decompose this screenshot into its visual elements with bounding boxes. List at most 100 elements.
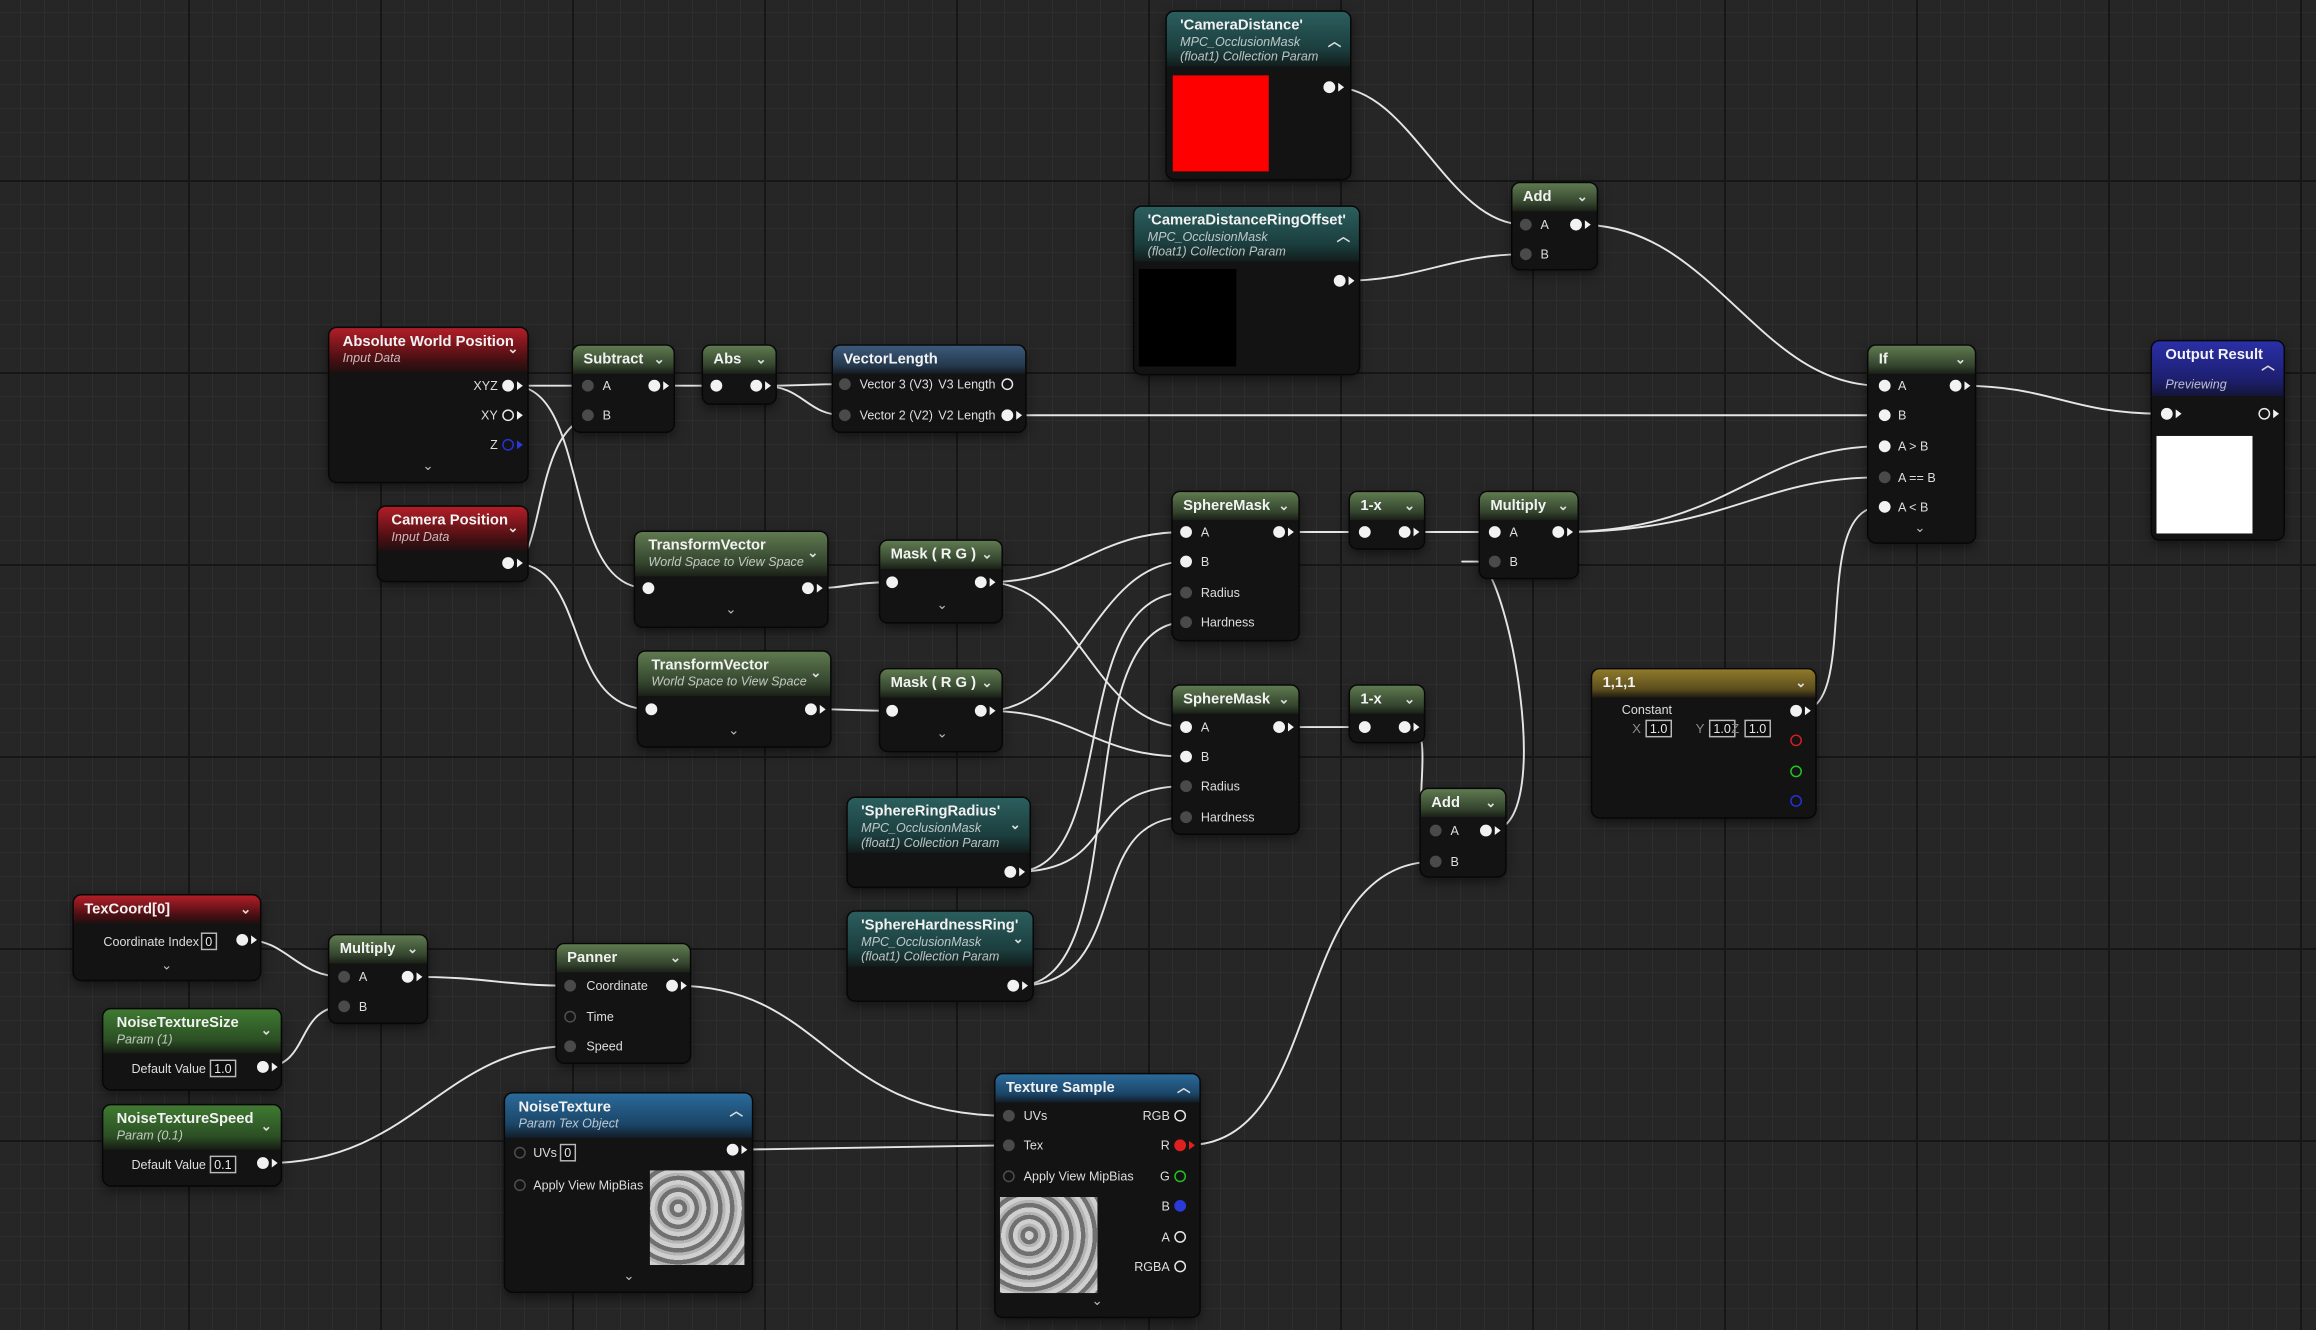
chevron-down-icon[interactable]: ⌄ [1576,189,1588,204]
chevron-down-icon[interactable]: ⌄ [507,341,519,357]
node-header[interactable]: 'CameraDistance' MPC_OcclusionMask (floa… [1166,11,1351,67]
node-header[interactable]: Texture Sample ︿ [995,1074,1200,1103]
constant-vector-node[interactable]: 1,1,1 ⌄ Constant X 1.0 Y 1.0 Z 1.0 [1592,669,1816,818]
node-header[interactable]: If ⌄ [1868,345,1975,374]
multiply-node[interactable]: Multiply ⌄ A B [1479,492,1578,578]
node-header[interactable]: NoiseTexture Param Tex Object ︿ [505,1093,752,1138]
input-pin-a-gt-b[interactable] [1878,440,1891,453]
chevron-down-icon[interactable]: ⌄ [239,901,252,917]
node-header[interactable]: Add ⌄ [1512,183,1597,212]
input-pin-a-eq-b[interactable] [1878,471,1891,484]
absolute-world-position-node[interactable]: Absolute World Position Input Data ⌄ XYZ… [329,328,528,482]
texture-sample-node[interactable]: Texture Sample ︿ UVs RGB Tex R Apply Vie… [995,1074,1200,1317]
chevron-down-icon[interactable]: ⌄ [981,546,993,562]
output-pin-xyz[interactable] [502,379,515,392]
input-pin-a[interactable] [581,379,594,392]
output-pin-a[interactable] [1174,1230,1187,1243]
input-pin-b[interactable] [1429,855,1442,868]
chevron-down-icon[interactable]: ⌄ [260,1022,272,1038]
chevron-down-icon[interactable]: ⌄ [1954,351,1966,367]
sphere-mask-node[interactable]: SphereMask ⌄ A B Radius Hardness [1172,492,1299,640]
output-pin[interactable] [1004,865,1017,878]
output-pin[interactable] [1273,721,1286,733]
input-pin[interactable] [1358,526,1371,538]
node-header[interactable]: SphereMask ⌄ [1172,685,1299,714]
input-pin-b[interactable] [1488,555,1501,568]
constant-z-field[interactable]: 1.0 [1744,719,1771,738]
input-pin-coordinate[interactable] [564,979,577,992]
collapse-up-icon[interactable]: ︿ [2261,357,2275,373]
one-minus-node[interactable]: 1-x ⌄ [1350,685,1424,742]
output-pin[interactable] [257,1061,269,1073]
node-header[interactable]: NoiseTextureSize Param (1) ⌄ [103,1009,281,1054]
input-pin-b[interactable] [338,1000,351,1013]
node-header[interactable]: Subtract ⌄ [573,345,674,374]
output-pin[interactable] [974,704,987,717]
input-pin[interactable] [2160,407,2173,420]
output-pin-rgb[interactable] [1174,1109,1187,1122]
input-pin-a[interactable] [1519,218,1532,231]
node-header[interactable]: 'SphereHardnessRing' MPC_OcclusionMask (… [847,911,1033,967]
input-pin-mipbias[interactable] [514,1179,526,1192]
sphere-ring-radius-node[interactable]: 'SphereRingRadius' MPC_OcclusionMask (fl… [847,798,1030,887]
chevron-down-icon[interactable]: ⌄ [669,950,681,965]
output-pin-g[interactable] [1174,1170,1187,1183]
mask-rg-node[interactable]: Mask ( R G ) ⌄ ⌄ [880,669,1002,751]
default-value-field[interactable]: 0.1 [209,1155,237,1174]
output-pin[interactable] [648,379,661,392]
output-pin[interactable] [974,576,987,589]
input-pin-b[interactable] [1180,555,1192,568]
input-pin[interactable] [642,582,655,595]
output-pin[interactable] [1479,824,1492,837]
node-header[interactable]: TransformVector World Space to View Spac… [638,651,831,697]
chevron-down-icon[interactable]: ⌄ [807,545,819,561]
input-pin-b[interactable] [1519,248,1532,261]
node-header[interactable]: Camera Position Input Data ⌄ [378,506,528,552]
input-pin-b[interactable] [581,409,594,422]
chevron-down-icon[interactable]: ⌄ [1278,691,1290,707]
add-node[interactable]: Add ⌄ A B [1420,789,1506,877]
input-pin-uvs[interactable] [514,1146,526,1159]
input-pin-a-lt-b[interactable] [1878,500,1891,513]
camera-distance-ring-offset-node[interactable]: 'CameraDistanceRingOffset' MPC_Occlusion… [1134,206,1359,374]
input-pin-tex[interactable] [1002,1139,1015,1152]
input-pin-hardness[interactable] [1180,616,1192,629]
output-pin[interactable] [804,703,817,716]
chevron-down-icon[interactable]: ⌄ [653,351,665,367]
node-header[interactable]: Absolute World Position Input Data ⌄ [329,328,528,373]
input-pin-time[interactable] [564,1010,577,1023]
output-pin[interactable] [726,1143,739,1156]
input-pin-a[interactable] [1878,379,1891,392]
chevron-down-icon[interactable]: ⌄ [981,675,993,691]
input-pin-radius[interactable] [1180,586,1192,599]
node-header[interactable]: Abs ⌄ [703,345,776,374]
output-pin[interactable] [401,970,414,983]
add-node[interactable]: Add ⌄ A B [1512,183,1597,269]
abs-node[interactable]: Abs ⌄ [703,345,776,404]
constant-x-field[interactable]: 1.0 [1645,719,1672,738]
expand-chevron-icon[interactable]: ⌄ [422,458,434,473]
input-pin-uvs[interactable] [1002,1109,1015,1122]
node-header[interactable]: Multiply ⌄ [329,935,427,964]
expand-chevron-icon[interactable]: ⌄ [728,722,740,738]
output-pin[interactable] [1333,274,1346,287]
node-header[interactable]: Mask ( R G ) ⌄ [880,540,1002,569]
subtract-node[interactable]: Subtract ⌄ A B [573,345,674,432]
input-pin-a[interactable] [338,970,351,983]
output-pin[interactable] [750,379,763,392]
expand-chevron-icon[interactable]: ⌄ [1091,1293,1103,1308]
if-node[interactable]: If ⌄ A B A > B A == B A < B ⌄ [1868,345,1975,543]
collapse-up-icon[interactable]: ︿ [729,1103,743,1119]
output-result-node[interactable]: Output Result Previewing ︿ [2152,341,2284,540]
input-pin-a[interactable] [1429,824,1442,837]
collapse-up-icon[interactable]: ︿ [1336,229,1351,244]
collapse-up-icon[interactable]: ︿ [1177,1080,1191,1096]
sphere-mask-node[interactable]: SphereMask ⌄ A B Radius Hardness [1172,685,1299,834]
output-pin[interactable] [1398,721,1411,733]
output-pin[interactable] [1949,379,1962,392]
chevron-down-icon[interactable]: ⌄ [1485,795,1497,810]
collapse-up-icon[interactable]: ︿ [1327,33,1342,49]
output-pin[interactable] [802,582,814,595]
chevron-down-icon[interactable]: ⌄ [810,665,822,680]
input-pin-hardness[interactable] [1180,811,1192,824]
